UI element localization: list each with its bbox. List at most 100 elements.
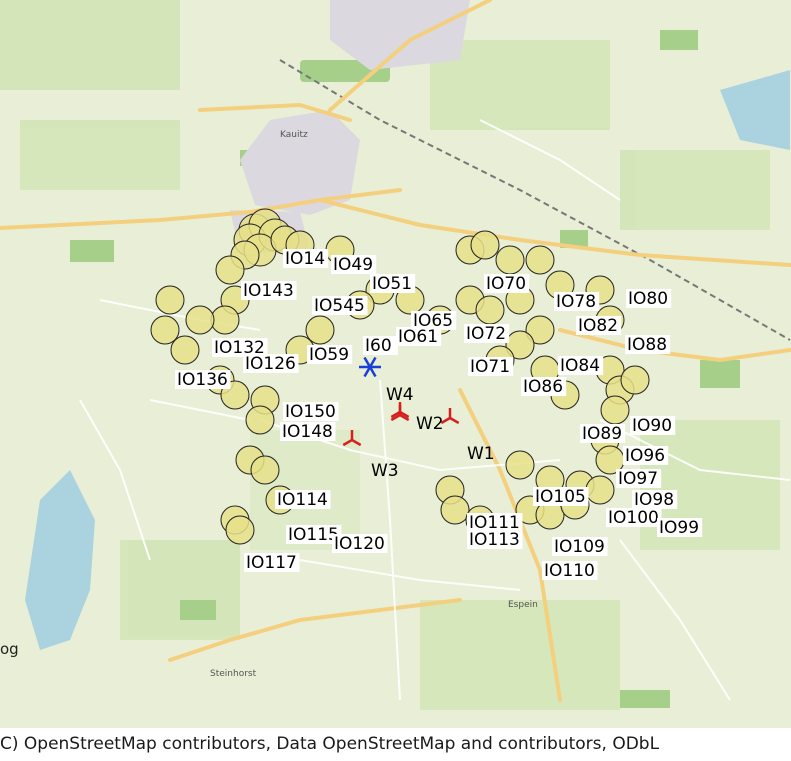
io-label: IO72: [464, 324, 510, 344]
io-label: IO99: [657, 518, 703, 538]
io-label-background: [484, 274, 530, 293]
io-label-text: IO99: [659, 518, 699, 538]
io-label-text: IO117: [246, 553, 297, 573]
place-label-town-main: Kauitz: [280, 130, 308, 140]
place-label-town-southeast: Espein: [508, 600, 538, 610]
io-label-background: [370, 274, 416, 293]
io-label: IO126: [243, 354, 299, 374]
io-label-text: IO109: [554, 537, 605, 557]
io-label: IO80: [626, 289, 672, 309]
io-label: IO109: [552, 537, 608, 557]
io-label-background: [243, 354, 299, 373]
io-receptor-circle: [470, 230, 500, 260]
map-attribution: C) OpenStreetMap contributors, Data Open…: [0, 734, 660, 754]
io-label: IO51: [370, 274, 416, 294]
io-label-text: IO61: [398, 327, 438, 347]
io-label-text: IO80: [628, 289, 668, 309]
io-label-background: [552, 537, 608, 556]
turbine-blade: [399, 410, 410, 419]
io-label-background: [212, 338, 268, 357]
io-label-background: [275, 490, 331, 509]
io-receptor-circle: [170, 335, 200, 365]
io-label-background: [576, 316, 622, 335]
turbine-blade: [449, 416, 460, 425]
io-label-background: [396, 327, 442, 346]
io-label: IO113: [467, 530, 523, 550]
io-label: IO65: [411, 311, 457, 331]
io-label-background: [468, 357, 514, 376]
turbine-w4[interactable]: W4: [386, 385, 414, 419]
turbine-blade: [390, 410, 401, 419]
io-receptor-circle: [225, 515, 255, 545]
io-receptor-circle: [505, 330, 535, 360]
io-label-text: IO71: [470, 357, 510, 377]
turbine-blade: [399, 413, 410, 422]
io-receptor-circle: [585, 475, 615, 505]
io-receptor-circle: [525, 315, 555, 345]
io-label: IO90: [630, 416, 676, 436]
turbine-w3[interactable]: W3: [342, 430, 399, 481]
io-receptor-circle: [150, 315, 180, 345]
io-label: IO86: [521, 377, 567, 397]
io-receptor-circle: [440, 495, 470, 525]
io-label: IO70: [484, 274, 530, 294]
io-label: IO120: [332, 534, 388, 554]
io-label-background: [630, 416, 676, 435]
io-label-background: [467, 530, 523, 549]
io-label: IO59: [307, 345, 353, 365]
io-label-background: [286, 525, 342, 544]
io-label: IO115: [286, 525, 342, 545]
center-asterisk-stroke: [363, 356, 377, 378]
io-label-background: [331, 255, 377, 274]
turbine-label: W4: [386, 385, 414, 405]
io-label: IO132: [212, 338, 268, 358]
io-label-text: IO105: [535, 487, 586, 507]
io-label-text: IO111: [469, 513, 520, 533]
io-label-background: [411, 311, 457, 330]
io-receptor-circle: [210, 305, 240, 335]
io-label-background: [632, 490, 678, 509]
io-label-text: IO148: [282, 422, 333, 442]
io-label: I60: [363, 336, 398, 356]
io-label-background: [542, 561, 598, 580]
io-receptor-circle: [525, 245, 555, 275]
io-receptor-circle: [250, 455, 280, 485]
io-label-background: [244, 553, 300, 572]
io-label-background: [283, 249, 329, 268]
io-label-background: [616, 469, 662, 488]
io-label-text: IO143: [243, 281, 294, 301]
railway-line: [279, 59, 791, 341]
io-label: IO545: [312, 296, 368, 316]
io-label: IO97: [616, 469, 662, 489]
io-receptor-circle: [600, 395, 630, 425]
io-receptor-circle: [495, 245, 525, 275]
io-receptor-circle: [505, 450, 535, 480]
io-label-text: IO84: [560, 356, 600, 376]
io-label: IO136: [175, 370, 231, 390]
io-label: IO88: [625, 335, 671, 355]
io-label: IO105: [533, 487, 589, 507]
io-label-background: [307, 345, 353, 364]
io-label-text: IO113: [469, 530, 520, 550]
io-label-background: [312, 296, 368, 315]
io-label-background: [657, 518, 703, 537]
io-label-text: IO545: [314, 296, 365, 316]
turbine-blade: [342, 438, 353, 447]
io-label-text: IO90: [632, 416, 672, 436]
io-label-background: [332, 534, 388, 553]
io-label-text: IO88: [627, 335, 667, 355]
io-label: IO150: [283, 402, 339, 422]
edge-text-fragment: og: [0, 640, 19, 658]
io-receptor-circle: [185, 305, 215, 335]
io-label: IO114: [275, 490, 331, 510]
io-label: IO98: [632, 490, 678, 510]
turbine-blade: [440, 416, 451, 425]
turbine-w1[interactable]: W1: [440, 408, 495, 464]
turbine-label: W2: [416, 414, 444, 434]
turbine-blade: [351, 438, 362, 447]
io-label: IO110: [542, 561, 598, 581]
center-asterisk-marker: [359, 356, 381, 378]
